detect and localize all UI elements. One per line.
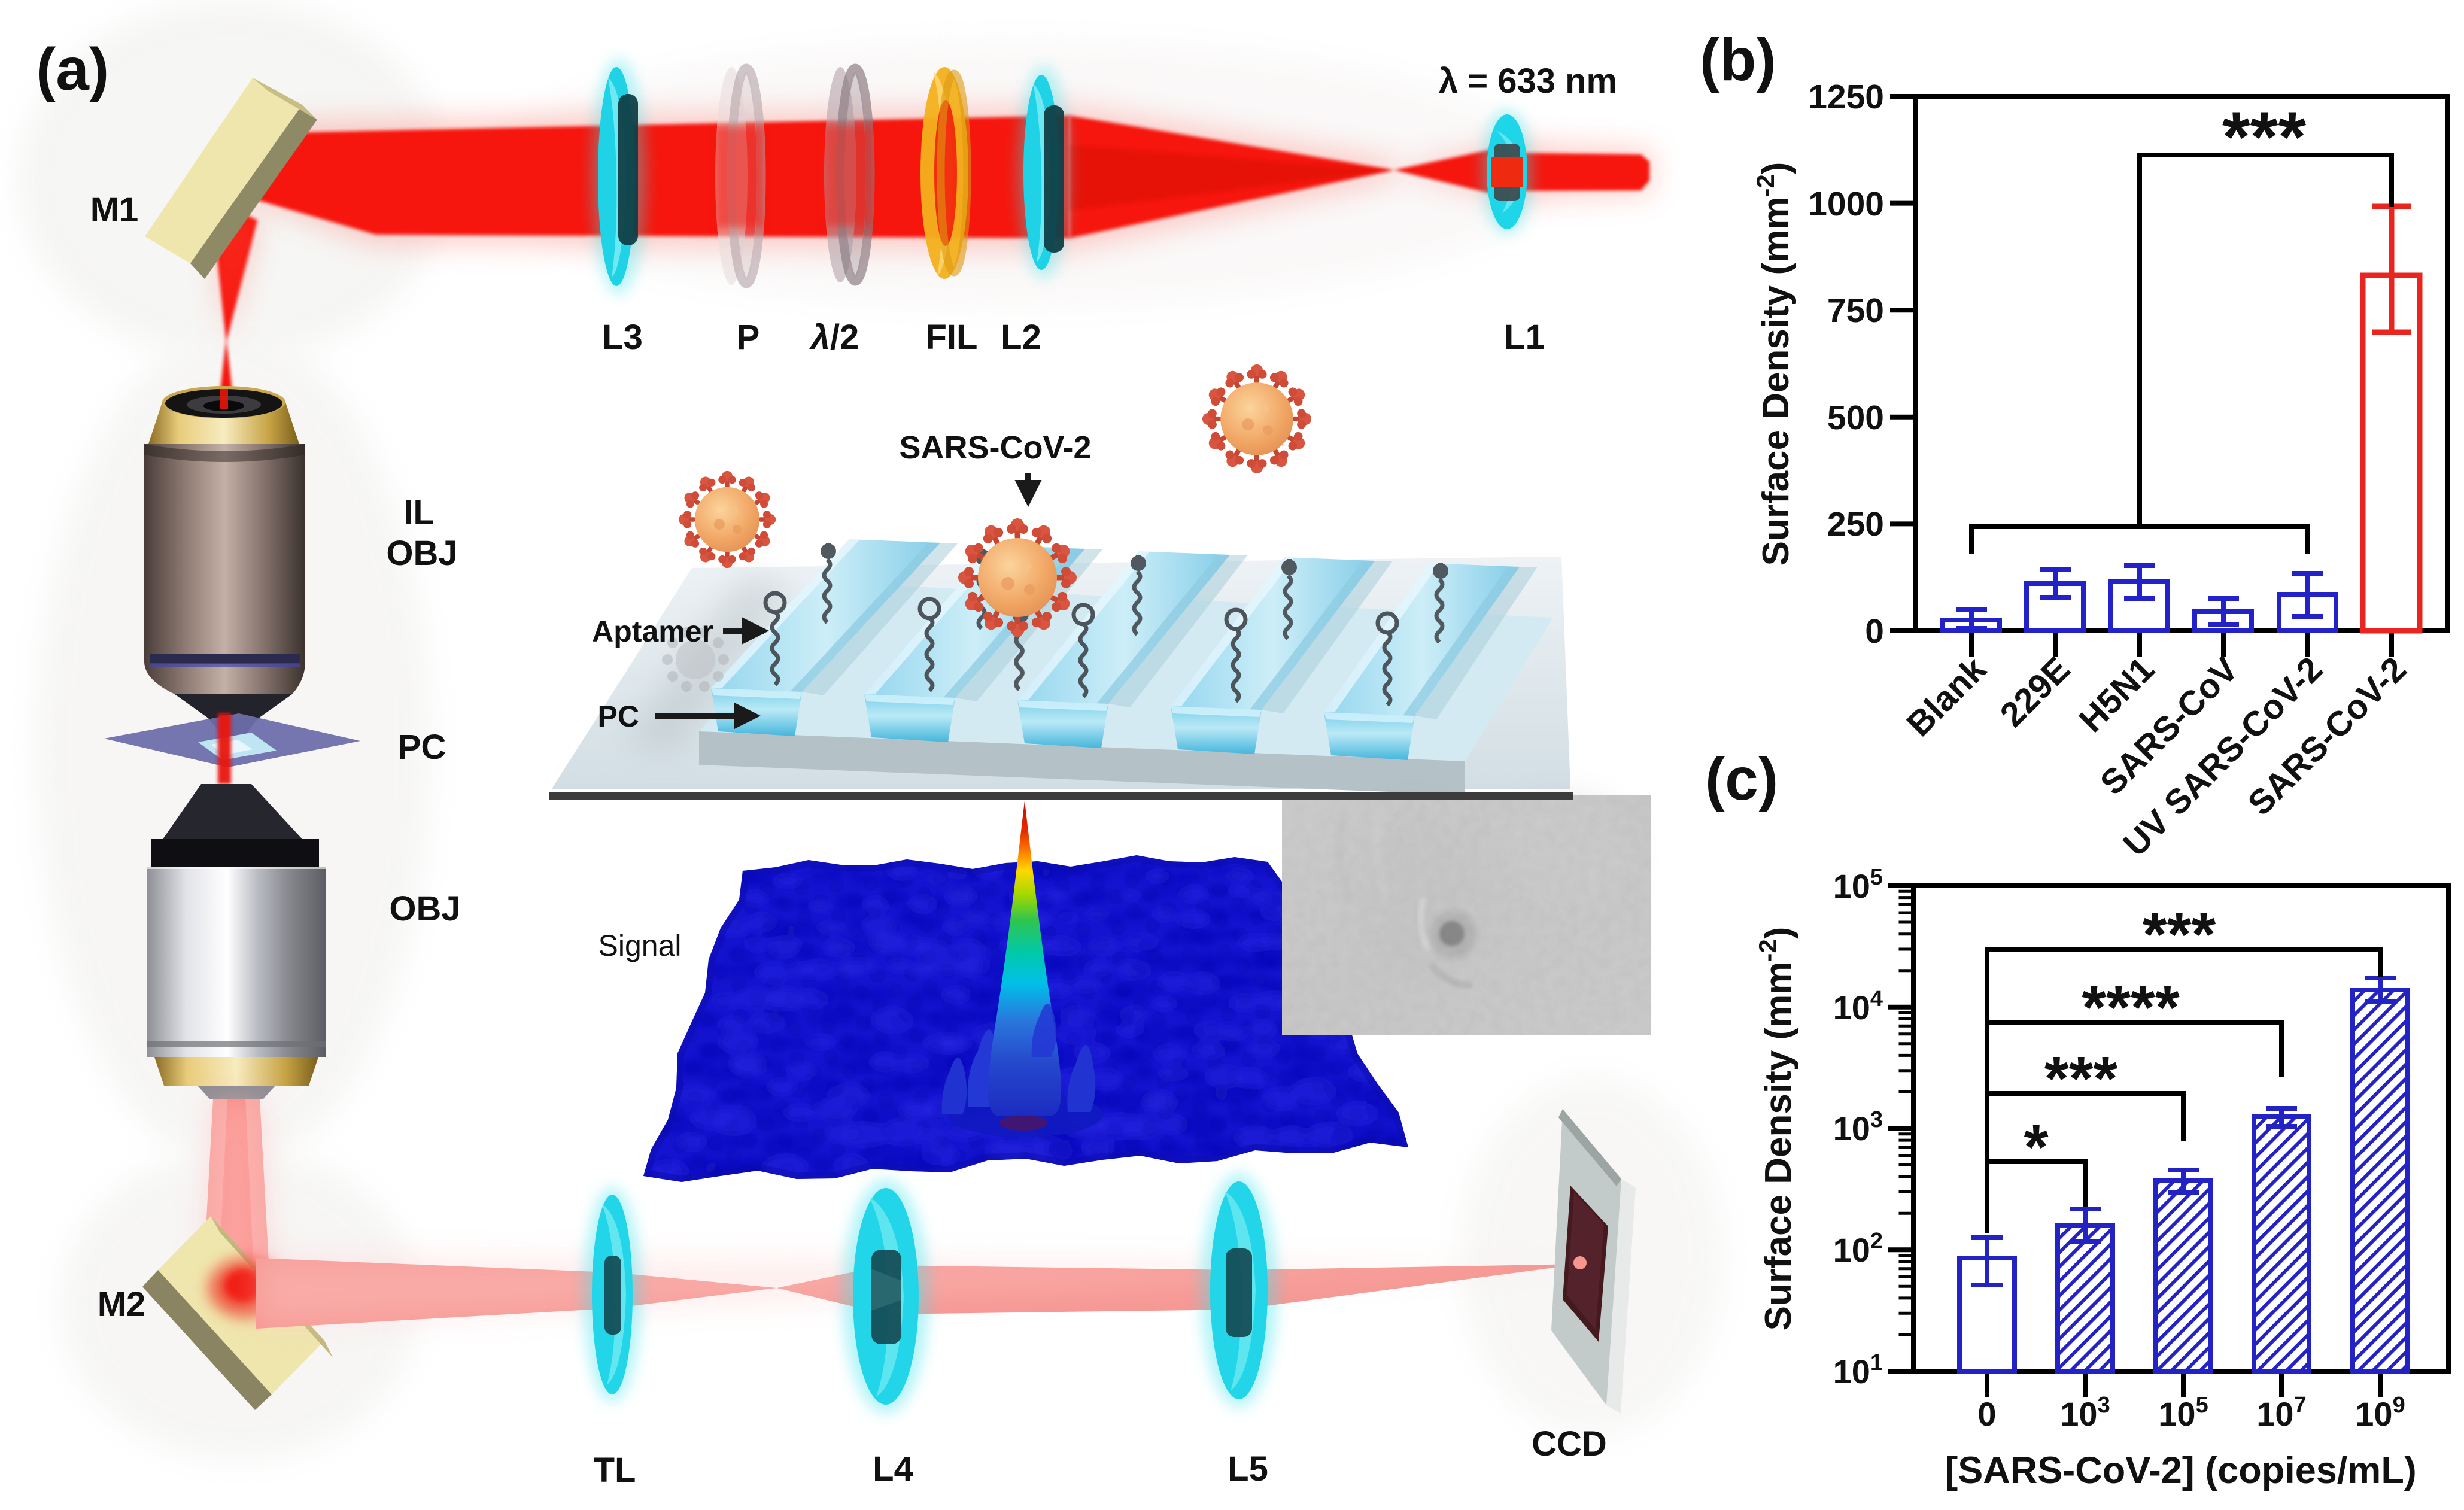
svg-text:0: 0 <box>1977 1395 1996 1433</box>
svg-text:Surface Density (mm-2): Surface Density (mm-2) <box>1751 162 1797 566</box>
svg-text:250: 250 <box>1827 505 1884 543</box>
svg-text:1250: 1250 <box>1808 78 1884 116</box>
svg-text:***: *** <box>2222 97 2306 177</box>
svg-text:M1: M1 <box>90 190 139 229</box>
svg-text:500: 500 <box>1827 399 1884 437</box>
svg-text:SARS-CoV-2: SARS-CoV-2 <box>899 430 1091 466</box>
svg-text:(c): (c) <box>1705 746 1778 813</box>
svg-text:0: 0 <box>1865 612 1884 651</box>
svg-text:OBJ: OBJ <box>389 889 460 928</box>
svg-text:L1: L1 <box>1504 318 1545 357</box>
svg-text:[SARS-CoV-2] (copies/mL): [SARS-CoV-2] (copies/mL) <box>1945 1450 2417 1491</box>
svg-text:CCD: CCD <box>1532 1424 1607 1463</box>
svg-text:L3: L3 <box>602 318 643 357</box>
svg-text:(b): (b) <box>1700 26 1776 93</box>
svg-text:(a): (a) <box>36 36 109 103</box>
svg-text:M2: M2 <box>98 1285 146 1324</box>
svg-text:FIL: FIL <box>926 318 978 357</box>
svg-text:Aptamer: Aptamer <box>592 615 713 648</box>
svg-text:OBJ: OBJ <box>386 534 457 573</box>
svg-text:L5: L5 <box>1228 1450 1268 1488</box>
svg-text:IL: IL <box>403 493 435 532</box>
svg-text:Surface Density (mm-2): Surface Density (mm-2) <box>1754 927 1799 1331</box>
svg-text:λ = 633 nm: λ = 633 nm <box>1439 62 1617 101</box>
svg-text:PC: PC <box>398 728 446 767</box>
svg-text:λ/2: λ/2 <box>809 318 859 357</box>
svg-text:***: *** <box>2044 1044 2118 1114</box>
svg-text:Signal: Signal <box>598 929 682 962</box>
svg-text:750: 750 <box>1827 291 1884 330</box>
svg-text:103: 103 <box>1833 1107 1883 1147</box>
svg-text:*: * <box>2024 1112 2049 1182</box>
svg-text:***: *** <box>2143 900 2216 970</box>
svg-text:TL: TL <box>594 1451 636 1490</box>
svg-text:1000: 1000 <box>1808 185 1884 223</box>
svg-text:P: P <box>737 318 760 357</box>
svg-text:****: **** <box>2082 973 2180 1043</box>
svg-text:L2: L2 <box>1001 318 1041 357</box>
svg-text:PC: PC <box>598 700 639 733</box>
svg-text:L4: L4 <box>873 1450 913 1488</box>
